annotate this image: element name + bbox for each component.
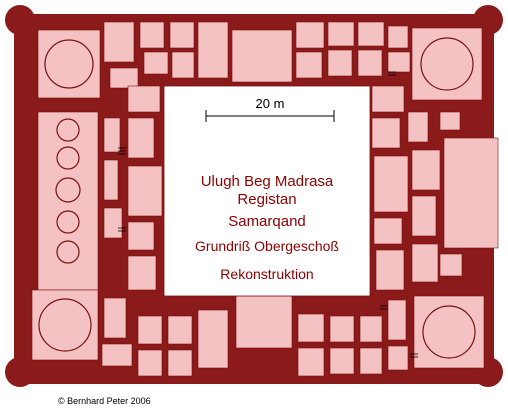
title-line-1: Ulugh Beg Madrasa [201, 173, 334, 190]
corner-tower-ne [473, 5, 503, 35]
domes [38, 37, 476, 359]
corner-tower-nw [5, 5, 35, 35]
courtyard [163, 85, 371, 297]
title-line-2: Registan [237, 191, 296, 208]
rooms [31, 21, 499, 377]
title-line-3: Samarqand [228, 213, 306, 230]
copyright-text: © Bernhard Peter 2006 [58, 396, 151, 406]
title-line-5: Rekonstruktion [220, 266, 313, 282]
title-line-4: Grundriß Obergeschoß [195, 238, 339, 254]
stair-marks [118, 71, 418, 358]
scale-label: 20 m [256, 96, 285, 111]
scale-bar [205, 110, 335, 122]
corner-tower-sw [5, 357, 35, 387]
